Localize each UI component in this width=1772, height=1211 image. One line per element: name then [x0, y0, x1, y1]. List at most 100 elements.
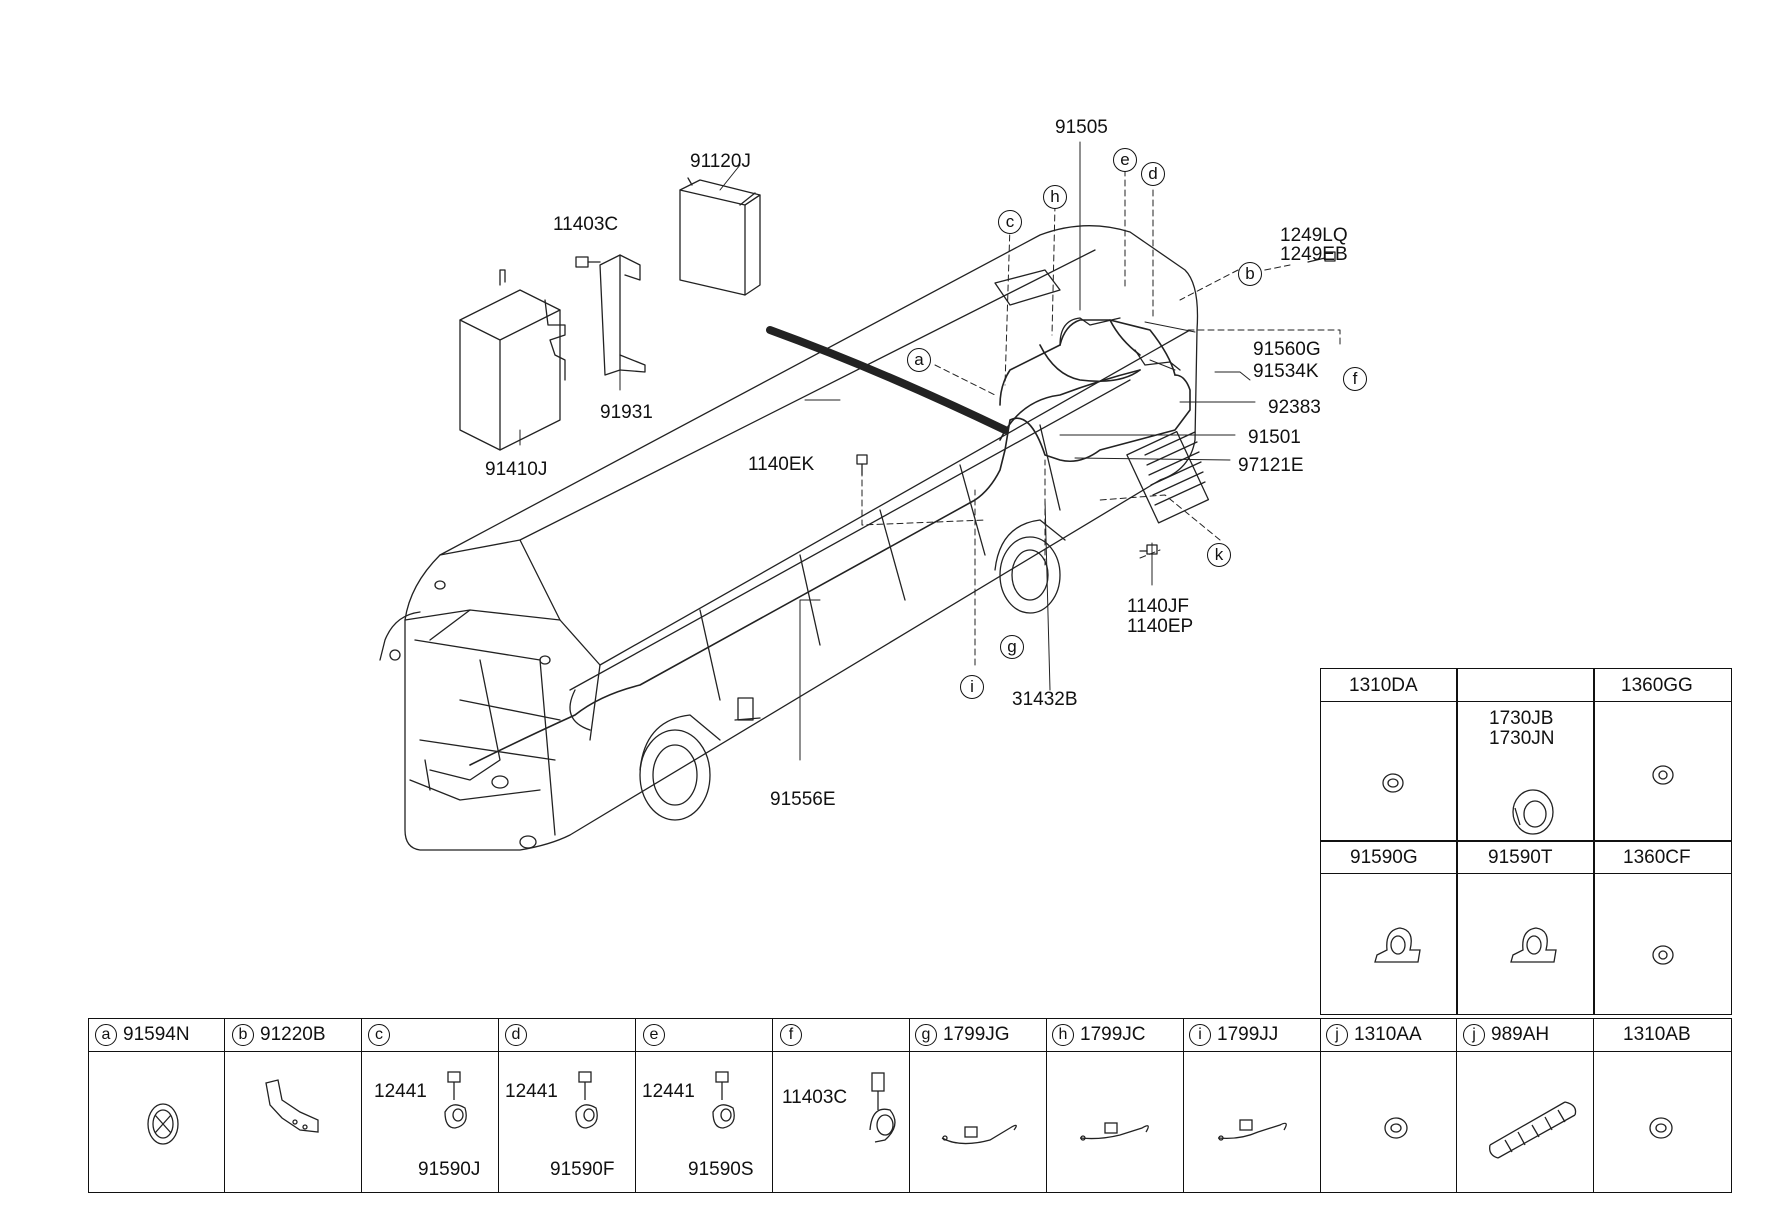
label-91590J: 91590J: [418, 1159, 481, 1180]
clamp-91590T-icon: [1510, 927, 1557, 963]
side-cell-1310DA: [1320, 668, 1458, 842]
bolt-clip-f-icon: [869, 1072, 896, 1143]
nut-1310AB-icon: [1649, 1117, 1673, 1139]
bolt-11403C: [575, 256, 601, 268]
code-1799JC: 1799JC: [1080, 1024, 1146, 1045]
bottom-header-j1: j 1310AA: [1326, 1024, 1422, 1046]
col-divider: [909, 1018, 910, 1193]
marker-f: f: [1343, 367, 1367, 391]
letter-c: c: [368, 1024, 390, 1046]
grommet-91594N-icon: [147, 1103, 179, 1145]
label-12441-e: 12441: [642, 1081, 695, 1102]
bolt-clip-c-icon: [444, 1071, 467, 1129]
marker-i: i: [960, 675, 984, 699]
letter-e: e: [643, 1024, 665, 1046]
label-91931: 91931: [600, 402, 653, 423]
col-divider: [224, 1018, 225, 1193]
ecu-91120J: [679, 177, 761, 296]
bottom-header-b: b 91220B: [232, 1024, 326, 1046]
bus-body: [379, 225, 1210, 851]
col-divider: [361, 1018, 362, 1193]
letter-j: j: [1326, 1024, 1348, 1046]
letter-a: a: [95, 1024, 117, 1046]
code-1310AB: 1310AB: [1623, 1024, 1691, 1045]
side-code-91590G: 91590G: [1350, 847, 1418, 868]
bottom-header-row: [88, 1018, 1732, 1052]
col-divider: [1183, 1018, 1184, 1193]
label-91590F: 91590F: [550, 1159, 615, 1180]
label-91534K: 91534K: [1253, 361, 1319, 382]
col-divider: [1456, 1018, 1457, 1193]
label-1140EK: 1140EK: [748, 454, 815, 475]
bottom-header-1310AB: 1310AB: [1623, 1024, 1691, 1046]
screw-1249: [1307, 251, 1336, 263]
code-1310AA: 1310AA: [1354, 1024, 1422, 1045]
marker-b: b: [1238, 262, 1262, 286]
side-cell-1730JB: [1456, 668, 1595, 842]
code-989AH: 989AH: [1491, 1024, 1550, 1045]
col-divider: [1320, 1018, 1321, 1193]
marker-k: k: [1207, 543, 1231, 567]
bolt-1140JF: [1139, 544, 1158, 555]
label-91590S: 91590S: [688, 1159, 754, 1180]
clamp-91590G-icon: [1374, 927, 1421, 963]
marker-c: c: [998, 210, 1022, 234]
letter-d: d: [505, 1024, 527, 1046]
label-31432B: 31432B: [1012, 689, 1078, 710]
bracket-91220B-icon: [265, 1079, 319, 1133]
side-code-1310DA: 1310DA: [1349, 675, 1418, 696]
side-row-divider-2: [1320, 840, 1732, 874]
side-cell-91590T: [1456, 840, 1595, 1015]
label-91505: 91505: [1055, 117, 1108, 138]
marker-a: a: [907, 348, 931, 372]
label-12441-c: 12441: [374, 1081, 427, 1102]
letter-j: j: [1463, 1024, 1485, 1046]
col-divider: [1046, 1018, 1047, 1193]
marker-h: h: [1043, 185, 1067, 209]
col-divider: [498, 1018, 499, 1193]
label-97121E: 97121E: [1238, 455, 1304, 476]
bottom-header-c: c: [368, 1024, 396, 1046]
side-code-1730JB: 1730JB: [1489, 708, 1554, 729]
letter-b: b: [232, 1024, 254, 1046]
col-divider: [635, 1018, 636, 1193]
washer-1360GG-icon: [1652, 765, 1674, 785]
marker-g: g: [1000, 635, 1024, 659]
nut-1310DA-icon: [1382, 773, 1404, 793]
label-11403C-f: 11403C: [782, 1087, 848, 1108]
side-cell-91590G: [1320, 840, 1458, 1015]
label-91556E: 91556E: [770, 789, 836, 810]
cable-tie-1799JC-icon: [1079, 1122, 1149, 1141]
label-92383: 92383: [1268, 397, 1321, 418]
wiring-harness: [469, 319, 1191, 766]
module-91410J: [459, 269, 566, 451]
code-91220B: 91220B: [260, 1024, 326, 1045]
cable-tie-1799JG-icon: [941, 1124, 1017, 1145]
label-1140EP: 1140EP: [1127, 616, 1194, 637]
col-divider: [1593, 1018, 1594, 1193]
label-1249LQ: 1249LQ: [1280, 225, 1348, 246]
washer-1360CF-icon: [1652, 945, 1674, 965]
letter-i: i: [1189, 1024, 1211, 1046]
side-code-91590T: 91590T: [1488, 847, 1553, 868]
letter-h: h: [1052, 1024, 1074, 1046]
cable-tie-1799JJ-icon: [1217, 1119, 1287, 1141]
code-1799JJ: 1799JJ: [1217, 1024, 1279, 1045]
nut-1310AA-icon: [1384, 1117, 1408, 1139]
bottom-table: [88, 1018, 1732, 1193]
col-divider: [772, 1018, 773, 1193]
label-91501: 91501: [1248, 427, 1301, 448]
letter-g: g: [915, 1024, 937, 1046]
code-91594N: 91594N: [123, 1024, 190, 1045]
bottom-header-i: i 1799JJ: [1189, 1024, 1278, 1046]
bottom-header-j2: j 989AH: [1463, 1024, 1549, 1046]
side-code-1360CF: 1360CF: [1623, 847, 1691, 868]
side-row-divider-1: [1320, 668, 1732, 702]
label-12441-d: 12441: [505, 1081, 558, 1102]
code-1799JG: 1799JG: [943, 1024, 1010, 1045]
bottom-header-g: g 1799JG: [915, 1024, 1010, 1046]
marker-d: d: [1141, 162, 1165, 186]
bracket-91931: [599, 254, 646, 376]
bottom-header-d: d: [505, 1024, 533, 1046]
